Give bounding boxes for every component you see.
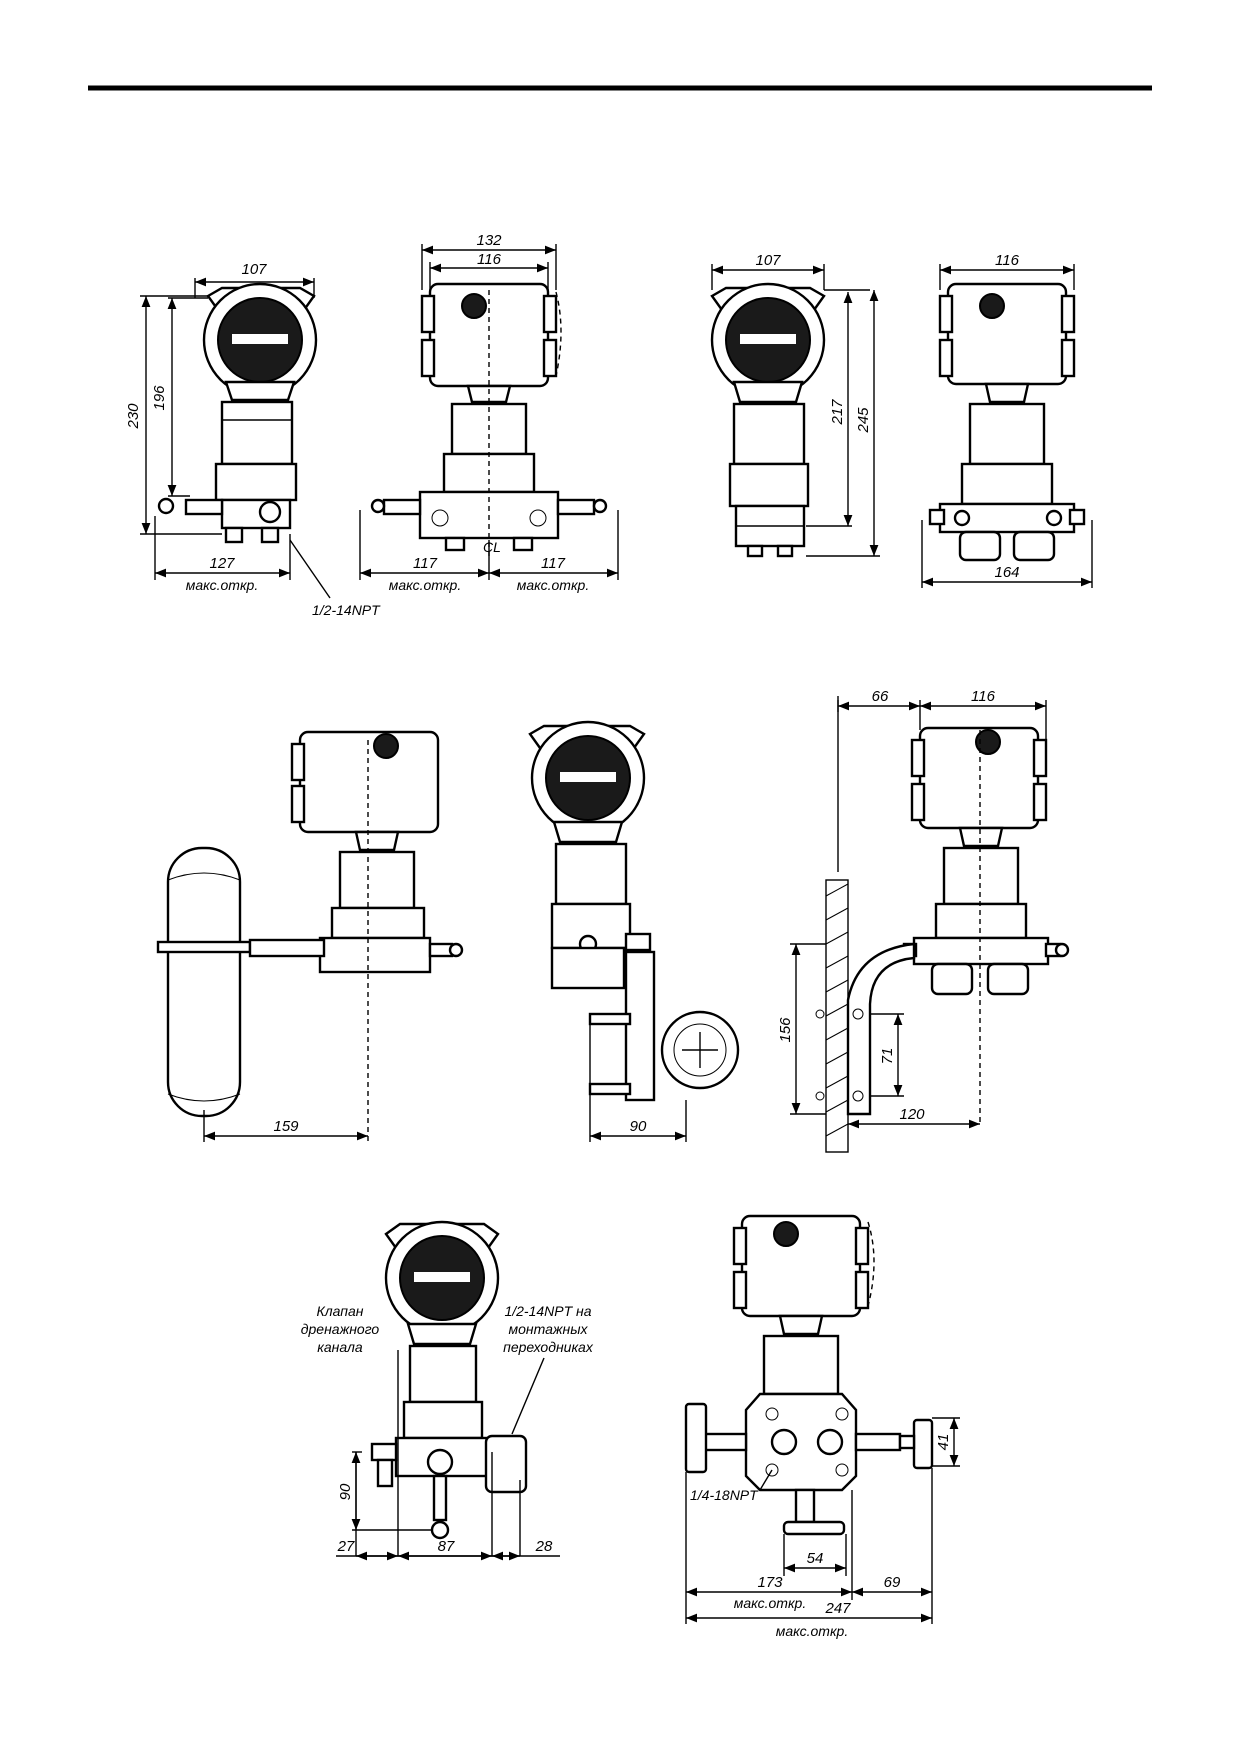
side1-width-inner-label: 116: [477, 251, 502, 268]
front2-height-inner-label: 217: [829, 399, 846, 426]
drain-valve-label-1: Клапан: [317, 1303, 364, 1319]
manifold-left-label: 173: [757, 1574, 783, 1591]
view-front-2: 107 217 245: [710, 252, 880, 558]
front2-height-outer-label: 245: [855, 407, 872, 434]
manifold-total-label: 247: [824, 1600, 851, 1617]
side1-width-outer-label: 132: [476, 232, 502, 249]
side2-bottom-label: 164: [994, 564, 1019, 581]
drain-left-label: 27: [337, 1538, 355, 1555]
side1-left-note: макс.откр.: [389, 577, 461, 593]
wall-bottom-label: 120: [899, 1106, 925, 1123]
side1-left-label: 117: [413, 555, 438, 572]
drain-thread-label-3: переходниках: [503, 1339, 594, 1355]
drain-right-label: 28: [535, 1538, 553, 1555]
wall-height-label: 156: [777, 1017, 794, 1043]
drain-height-label: 90: [337, 1483, 354, 1500]
front1-height-outer-label: 230: [125, 403, 142, 430]
front2-width-label: 107: [755, 252, 781, 269]
drain-thread-label-2: монтажных: [508, 1321, 588, 1337]
front1-width-label: 107: [241, 261, 267, 278]
view-wall-mount: 66 116 156 71 120: [777, 688, 1070, 1153]
front1-height-inner-label: 196: [151, 385, 168, 411]
manifold-left-note: макс.откр.: [734, 1595, 806, 1611]
view-side-1: CL 132 116 117 макс.откр. 117 макс.откр.: [359, 232, 619, 593]
manifold-right-label: 69: [884, 1574, 901, 1591]
drain-mid-label: 87: [438, 1538, 455, 1555]
view-front-1: 107 230 196 127 макс.откр. 1/2-14NPT: [125, 261, 381, 618]
manifold-thread-label: 1/4-18NPT: [690, 1487, 759, 1503]
side1-right-note: макс.откр.: [517, 577, 589, 593]
manifold-total-note: макс.откр.: [776, 1623, 848, 1639]
wall-offset-label: 66: [872, 688, 889, 705]
pipe-mount-bottom-label: 159: [273, 1118, 299, 1135]
front1-bottom-note: макс.откр.: [186, 577, 258, 593]
front1-bottom-label: 127: [209, 555, 235, 572]
wall-width-label: 116: [971, 688, 996, 705]
view-drain: Клапан дренажного канала 1/2-14NPT на мо…: [301, 1220, 594, 1561]
side1-right-label: 117: [541, 555, 566, 572]
side1-centerline-label: CL: [483, 539, 501, 555]
drain-thread-label-1: 1/2-14NPT на: [504, 1303, 591, 1319]
view-pipe-mount-front: 90: [528, 720, 740, 1142]
wall-bolt-label: 71: [879, 1048, 896, 1065]
pipe-mount-front-bottom-label: 90: [630, 1118, 647, 1135]
drain-valve-label-3: канала: [317, 1339, 363, 1355]
front1-thread-label: 1/2-14NPT: [312, 602, 381, 618]
manifold-small-label: 54: [807, 1550, 824, 1567]
manifold-height-label: 41: [935, 1434, 952, 1451]
drain-valve-label-2: дренажного: [301, 1321, 380, 1337]
side2-width-label: 116: [995, 252, 1020, 269]
view-pipe-mount: 159: [156, 730, 464, 1142]
view-manifold: 1/4-18NPT 41 54 173 макс.откр. 69 247 ма…: [684, 1214, 960, 1639]
view-side-2: 116 164: [921, 252, 1093, 588]
